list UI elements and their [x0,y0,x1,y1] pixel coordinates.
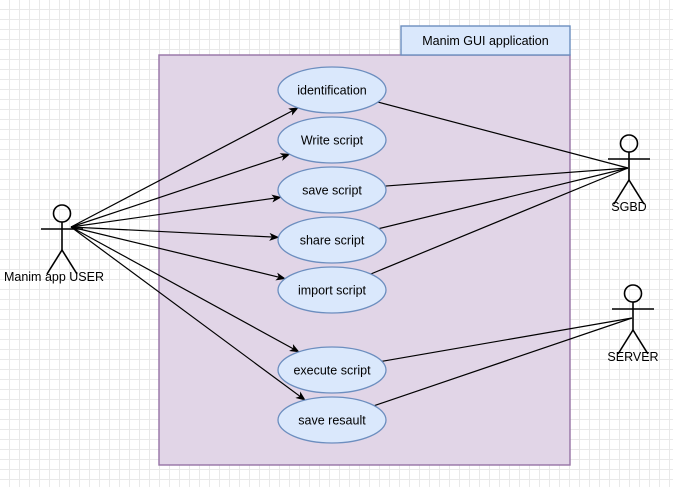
use-case-write-script[interactable]: Write script [277,116,387,164]
use-case-identification[interactable]: identification [277,66,387,114]
actor-left-leg-icon [617,329,634,355]
association-save-resault-to-server[interactable] [374,317,633,407]
use-case-ellipse[interactable] [277,116,387,164]
use-case-save-script[interactable]: save script [277,166,387,214]
association-manim-app-user-to-save-script[interactable] [70,194,282,228]
association-import-script-to-sgbd[interactable] [370,167,629,275]
system-title-label: Manim GUI application [422,34,548,48]
use-case-label: execute script [293,363,371,377]
actor-label: SERVER [607,350,658,364]
actor-head-icon [52,204,72,223]
actor-right-leg-icon [632,329,649,355]
association-execute-script-to-server[interactable] [381,317,633,362]
actor-head-icon [623,284,643,303]
use-case-ellipse[interactable] [277,396,387,444]
actor-head-icon [619,134,639,153]
actor-right-leg-icon [61,249,78,275]
use-case-label: Write script [301,133,364,147]
use-case-ellipse[interactable] [277,216,387,264]
use-case-save-resault[interactable]: save resault [277,396,387,444]
association-manim-app-user-to-identification[interactable] [70,107,299,228]
actor-right-leg-icon [628,179,645,205]
use-case-ellipse[interactable] [277,266,387,314]
actor-server[interactable]: SERVER [607,284,659,364]
actor-left-leg-icon [613,179,630,205]
use-case-label: identification [297,83,367,97]
use-case-label: save script [302,183,362,197]
association-manim-app-user-to-share-script[interactable] [70,226,280,241]
use-case-label: save resault [298,413,366,427]
actor-nodes: Manim app USER SGBD SERVER [4,134,659,364]
association-manim-app-user-to-write-script[interactable] [70,153,291,228]
use-case-ellipse[interactable] [277,66,387,114]
actor-label: Manim app USER [4,270,104,284]
association-lines [70,101,633,407]
association-manim-app-user-to-execute-script[interactable] [70,226,300,353]
use-case-execute-script[interactable]: execute script [277,346,387,394]
actor-sgbd[interactable]: SGBD [608,134,650,214]
use-case-share-script[interactable]: share script [277,216,387,264]
association-save-script-to-sgbd[interactable] [385,167,629,187]
association-identification-to-sgbd[interactable] [377,101,629,169]
use-case-label: import script [298,283,367,297]
actor-left-leg-icon [46,249,63,275]
use-case-ellipse[interactable] [277,346,387,394]
actor-manim-app-user[interactable]: Manim app USER [4,204,104,284]
system-title-box[interactable] [400,25,571,56]
actor-label: SGBD [611,200,646,214]
use-case-label: share script [300,233,365,247]
association-share-script-to-sgbd[interactable] [378,167,629,230]
association-manim-app-user-to-save-resault[interactable] [70,226,306,401]
association-manim-app-user-to-import-script[interactable] [70,226,286,281]
use-case-ellipse[interactable] [277,166,387,214]
use-case-import-script[interactable]: import script [277,266,387,314]
